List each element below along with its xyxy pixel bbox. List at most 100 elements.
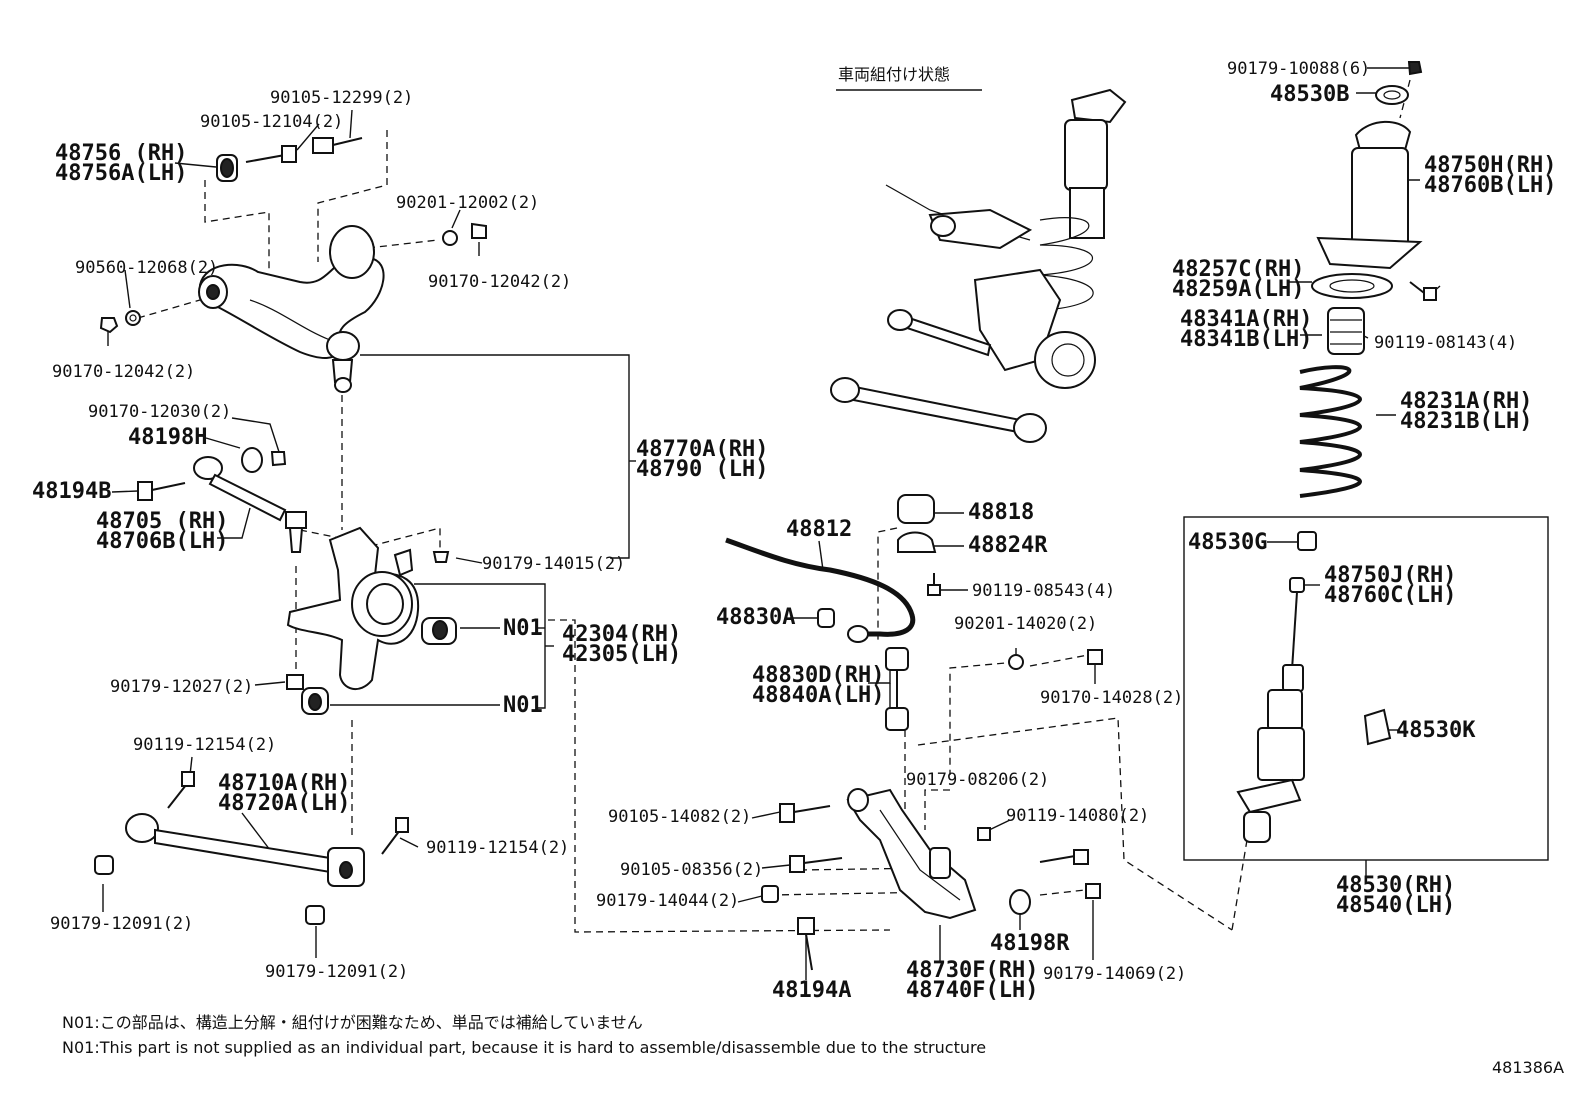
support-48750H (1316, 120, 1423, 270)
callout-c38: 90179-14069(2) (1043, 964, 1186, 984)
callout-line: 48740F(LH) (906, 978, 1038, 1003)
note-english: N01:This part is not supplied as an indi… (62, 1038, 986, 1057)
callout-c31: 90179-08206(2) (906, 770, 1049, 790)
bushing-48830A (817, 608, 835, 628)
callout-c21: 90179-12091(2) (50, 914, 193, 934)
callout-c9: 48198H (128, 425, 207, 450)
callout-c32: 90105-14082(2) (608, 807, 751, 827)
nut-90170-14028 (1087, 649, 1103, 665)
bolt-48194A (797, 917, 815, 971)
callout-line: 90179-14015(2) (482, 554, 625, 574)
callout-line: 48231B(LH) (1400, 409, 1532, 434)
callout-c14: N01 (503, 616, 543, 641)
callout-line: 90179-14069(2) (1043, 964, 1186, 984)
callout-line: 48760C(LH) (1324, 583, 1456, 608)
callout-c42: 48750H(RH)48760B(LH) (1424, 153, 1556, 198)
cushion-48530B (1375, 85, 1409, 105)
callout-line: 48770A(RH) (636, 437, 768, 462)
callout-line: 90170-12042(2) (52, 362, 195, 382)
callout-line: 48198H (128, 425, 207, 450)
callout-c4: 90201-12002(2) (396, 193, 539, 213)
callout-line: 90201-12002(2) (396, 193, 539, 213)
callout-c20: 90119-12154(2) (426, 838, 569, 858)
callout-c39: 48194A (772, 978, 851, 1003)
nut-90179-14044 (761, 885, 779, 903)
callout-c36: 48198R (990, 931, 1070, 956)
callout-c33: 90119-14080(2) (1006, 806, 1149, 826)
nut-90179-08206 (977, 827, 991, 841)
callout-line: 48540(LH) (1336, 893, 1455, 918)
knuckle-42304 (286, 526, 420, 690)
callout-c30: 90170-14028(2) (1040, 688, 1183, 708)
callout-line: 48530G (1188, 530, 1267, 555)
callout-line: 42304(RH) (562, 622, 681, 647)
bolt-90105-14082 (779, 803, 831, 823)
callout-line: 90201-14020(2) (954, 614, 1097, 634)
callout-line: 48824R (968, 533, 1048, 558)
callout-c19: 48710A(RH)48720A(LH) (218, 771, 350, 816)
callout-c1: 90105-12299(2) (270, 88, 413, 108)
callout-line: 48710A(RH) (218, 771, 350, 796)
cam-48198R (1009, 889, 1031, 915)
nut-90179-12091-right (305, 905, 325, 925)
callout-line: 90179-12091(2) (265, 962, 408, 982)
cam-48198H (241, 447, 263, 473)
callout-c10: 48194B (32, 479, 111, 504)
callout-line: 48341B(LH) (1180, 327, 1312, 352)
callout-line: 42305(LH) (562, 642, 681, 667)
callout-line: 90170-12042(2) (428, 272, 571, 292)
callout-c43: 48257C(RH)48259A(LH) (1172, 257, 1304, 302)
nut-90179-10088 (1407, 61, 1423, 76)
callout-c23: 48812 (786, 517, 852, 542)
callout-line: 48790 (LH) (636, 457, 768, 482)
shock-absorber-48750J (1236, 577, 1305, 843)
callout-line: N01 (503, 616, 543, 641)
bolt-90119-08143 (1409, 281, 1437, 301)
callout-line: 90179-10088(6) (1227, 59, 1370, 79)
leader-lines (102, 67, 1549, 980)
callout-c41: 48530B (1270, 82, 1349, 107)
coil-spring-48231A (1299, 365, 1362, 498)
callout-c44: 90119-08143(4) (1374, 333, 1517, 353)
nut-90179-12091-left (94, 855, 114, 875)
callout-line: 48259A(LH) (1172, 277, 1304, 302)
callout-c7: 90170-12042(2) (52, 362, 195, 382)
stabilizer-bar-48812 (725, 537, 916, 643)
callout-line: 48194B (32, 479, 111, 504)
callout-line: 48812 (786, 517, 852, 542)
callout-c22: 90179-12091(2) (265, 962, 408, 982)
callout-line: 48756A(LH) (55, 161, 187, 186)
nut-90179-14015 (432, 551, 450, 563)
callout-c35: 90179-14044(2) (596, 891, 739, 911)
nut-90170-12030 (270, 451, 287, 467)
callout-c12: 48770A(RH)48790 (LH) (636, 437, 768, 482)
assembled-view-title: 車両組付け状態 (838, 65, 950, 84)
upper-control-arm-48770A (198, 225, 385, 393)
callout-line: 90105-14082(2) (608, 807, 751, 827)
callout-line: 48231A(RH) (1400, 389, 1532, 414)
callout-c16: N01 (503, 693, 543, 718)
assembled-view (830, 88, 1127, 443)
callout-c25: 48824R (968, 533, 1048, 558)
callout-c49: 48530K (1396, 718, 1476, 743)
callout-line: 48705 (RH) (96, 509, 228, 534)
callout-line: 48830D(RH) (752, 663, 884, 688)
callout-line: 48194A (772, 978, 851, 1003)
lower-arm-48730F (846, 788, 977, 920)
callout-line: 48750H(RH) (1424, 153, 1556, 178)
callout-line: 48760B(LH) (1424, 173, 1556, 198)
callout-c47: 48530G (1188, 530, 1267, 555)
callout-line: 90179-08206(2) (906, 770, 1049, 790)
callout-line: 90170-14028(2) (1040, 688, 1183, 708)
callout-c29: 48830D(RH)48840A(LH) (752, 663, 884, 708)
nut-90170-12042-left (99, 317, 119, 334)
bracket-48824R (897, 531, 937, 553)
callout-line: 90179-12091(2) (50, 914, 193, 934)
nut-48530G (1297, 531, 1317, 551)
bolt-90119-12154-left (167, 771, 195, 809)
nut-90201-12002 (442, 230, 458, 246)
bushing-48818 (897, 494, 935, 524)
nut-90179-12027 (286, 674, 304, 690)
callout-line: 90105-08356(2) (620, 860, 763, 880)
